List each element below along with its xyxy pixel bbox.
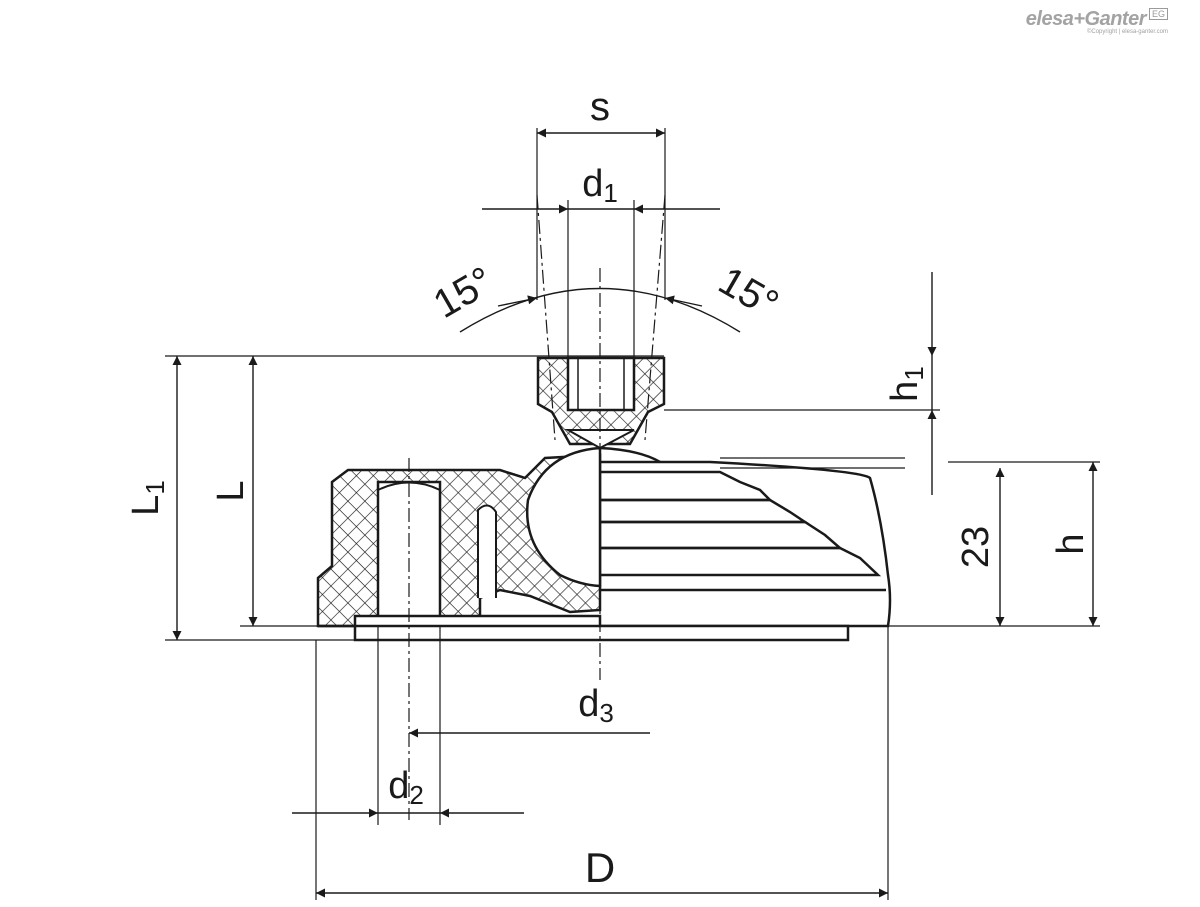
- label-d2: d2: [388, 765, 424, 810]
- center-lines: [408, 194, 666, 820]
- brand-copyright: ©Copyright | elesa-ganter.com: [1086, 29, 1168, 35]
- ball-joint: [525, 446, 661, 588]
- extension-lines: [165, 128, 1100, 900]
- label-L1: L1: [125, 480, 170, 516]
- angle-right-arrow: [664, 295, 703, 307]
- label-d1: d1: [582, 163, 618, 208]
- dimension-labels: s d1 15° 15° h1 L1 L 23 h d3 d2 D: [125, 85, 1092, 891]
- label-angle-left: 15°: [426, 259, 500, 327]
- label-h1: h1: [884, 366, 929, 402]
- label-angle-right: 15°: [711, 259, 785, 327]
- brand-name: elesa+Ganter: [1025, 8, 1147, 30]
- label-s: s: [590, 85, 610, 129]
- label-L: L: [210, 480, 252, 501]
- base-exterior-view: [600, 460, 892, 628]
- label-23: 23: [955, 526, 997, 568]
- label-d3: d3: [578, 683, 614, 728]
- dimension-lines: [172, 128, 1098, 898]
- label-h: h: [1050, 533, 1092, 554]
- bottom-plate: [353, 614, 850, 642]
- angle-left-arrow: [497, 295, 538, 307]
- threaded-stud: [536, 356, 666, 450]
- label-D: D: [585, 844, 615, 891]
- angle-arc: [459, 287, 741, 333]
- brand-mark: EG: [1148, 8, 1168, 20]
